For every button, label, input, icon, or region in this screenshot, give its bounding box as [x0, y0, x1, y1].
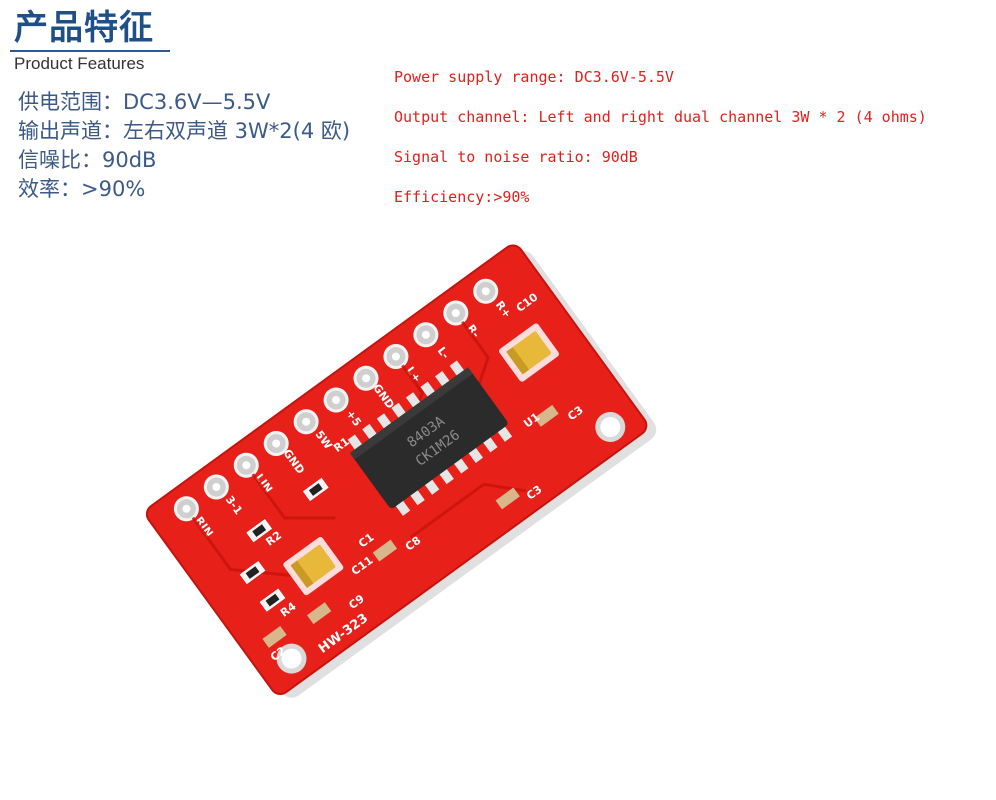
pin-header: [173, 278, 499, 522]
feature-efficiency-en: Efficiency:>90%: [394, 188, 530, 206]
mounting-hole: [595, 411, 626, 442]
mounting-hole: [276, 643, 307, 674]
page-title-en: Product Features: [14, 54, 145, 73]
feature-efficiency-cn: 效率：>90%: [18, 177, 146, 201]
page-title-cn: 产品特征: [14, 8, 154, 48]
smd-components: [239, 404, 559, 648]
tantalum-capacitor: [499, 323, 559, 382]
amplifier-board-photo: RIN 3-1 LIN GND 5W +5 GND L+ L- R- R+: [145, 244, 657, 698]
tantalum-capacitor: [283, 536, 344, 596]
feature-power-cn: 供电范围：DC3.6V—5.5V: [18, 90, 271, 114]
pcb-traces: [191, 321, 526, 577]
pin-label: R-: [464, 322, 482, 340]
feature-list-en: Power supply range: DC3.6V-5.5V Output c…: [394, 62, 927, 222]
feature-power-en: Power supply range: DC3.6V-5.5V: [394, 68, 674, 86]
feature-channel-cn: 输出声道：左右双声道 3W*2(4 欧): [18, 119, 351, 143]
feature-snr-cn: 信噪比：90dB: [18, 148, 157, 172]
feature-list-cn: 供电范围：DC3.6V—5.5V 输出声道：左右双声道 3W*2(4 欧) 信噪…: [18, 88, 350, 204]
amplifier-chip: [347, 360, 513, 516]
title-underline: [10, 50, 170, 52]
feature-snr-en: Signal to noise ratio: 90dB: [394, 148, 638, 166]
feature-channel-en: Output channel: Left and right dual chan…: [394, 108, 927, 126]
